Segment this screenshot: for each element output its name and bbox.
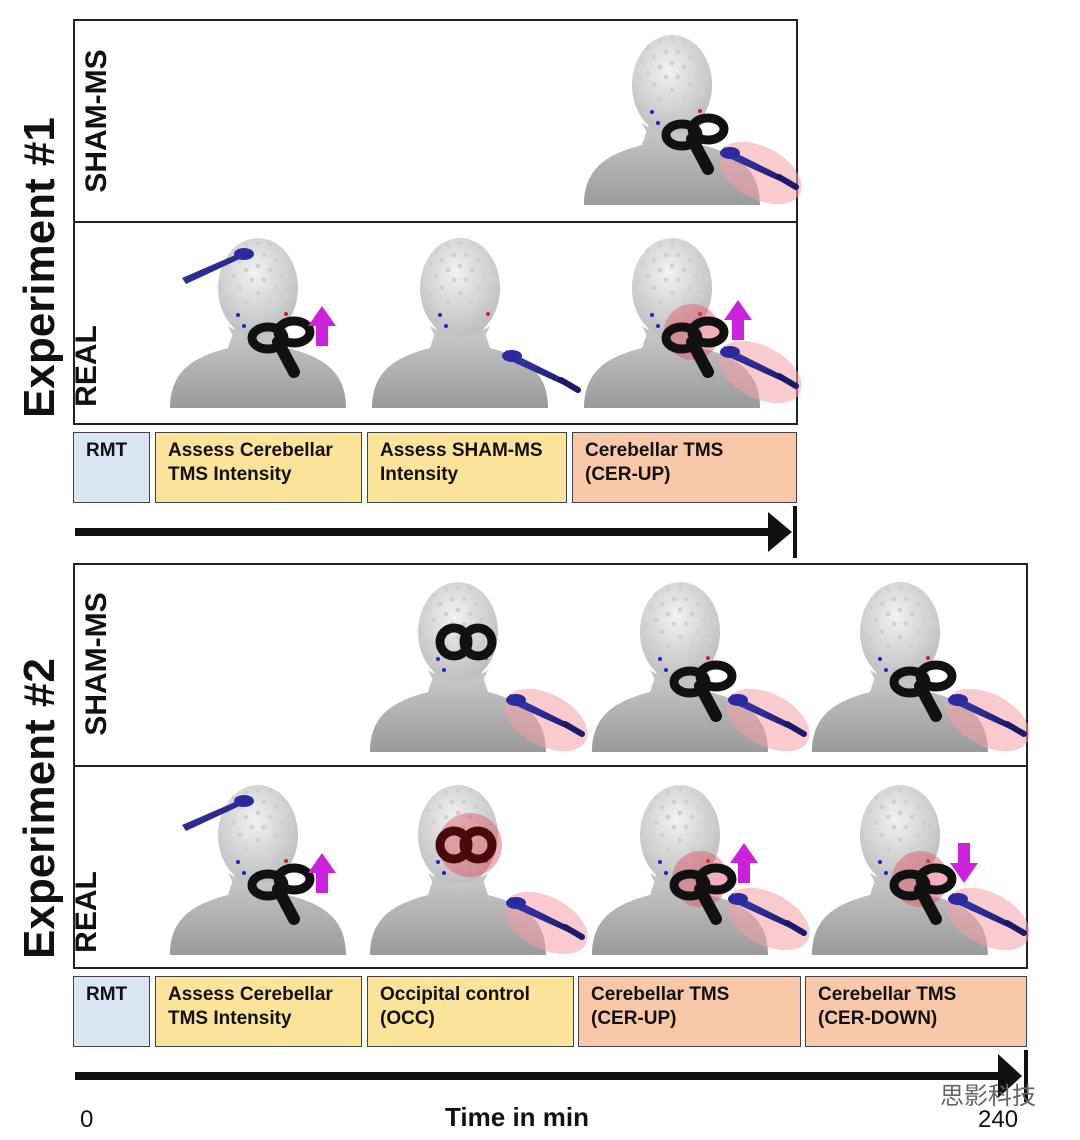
- exp1-sham-cer-up-bust: [584, 35, 802, 205]
- exp2-phase-cer-up: Cerebellar TMS (CER-UP): [578, 976, 801, 1047]
- time-axis-end-label: 240: [978, 1106, 1019, 1133]
- experiment2-row-divider: [73, 765, 1028, 767]
- exp1-real-assess-sham-bust: [372, 238, 578, 408]
- experiment1-row-divider: [73, 221, 798, 223]
- exp2-real-assess-cer-bust: [170, 785, 346, 955]
- watermark-text: 思影科技: [940, 1083, 1036, 1110]
- exp1-phase-assess-sham: Assess SHAM-MS Intensity: [367, 432, 567, 503]
- exp2-sham-cer-down-bust: [812, 582, 1030, 752]
- exp2-real-occ-bust: [370, 785, 588, 955]
- exp1-real-cer-up-bust: [584, 238, 802, 408]
- exp1-phase-assess-cerebellar: Assess Cerebellar TMS Intensity: [155, 432, 362, 503]
- exp2-phase-assess-cerebellar: Assess Cerebellar TMS Intensity: [155, 976, 362, 1047]
- exp2-sham-occ-bust: [370, 582, 588, 752]
- exp1-phase-rmt: RMT: [73, 432, 150, 503]
- exp2-phase-rmt: RMT: [73, 976, 150, 1047]
- exp2-phase-cer-down: Cerebellar TMS (CER-DOWN): [805, 976, 1027, 1047]
- exp1-time-arrow: [75, 506, 797, 558]
- exp2-sham-cer-up-bust: [592, 582, 810, 752]
- exp1-real-assess-cer-bust: [170, 238, 346, 408]
- time-axis-start-label: 0: [80, 1106, 94, 1133]
- exp1-phase-cer-up: Cerebellar TMS (CER-UP): [572, 432, 797, 503]
- exp2-phase-occipital: Occipital control (OCC): [367, 976, 574, 1047]
- exp2-time-arrow: [75, 1050, 1028, 1102]
- time-axis-title: Time in min: [445, 1102, 589, 1132]
- exp2-real-cer-up-bust: [592, 785, 810, 955]
- exp2-real-cer-down-bust: [812, 785, 1030, 955]
